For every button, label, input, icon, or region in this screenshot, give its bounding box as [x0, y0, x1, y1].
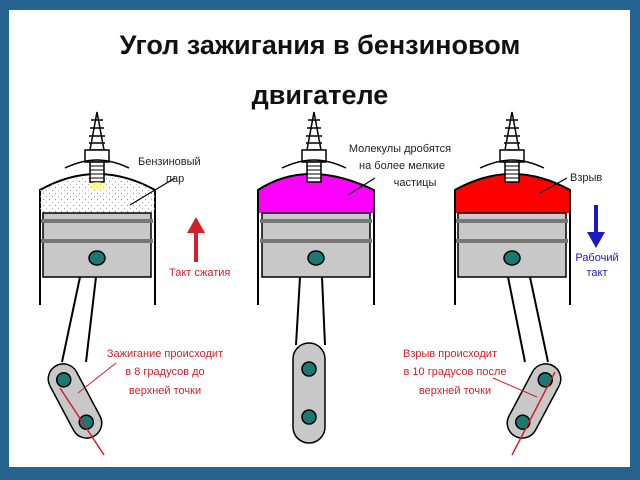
note-leader: [77, 362, 117, 394]
spark-plug-icon: [281, 111, 347, 183]
molecules-label-1: Молекулы дробятся: [349, 143, 451, 155]
title-line-2: двигателе: [251, 80, 389, 110]
compression-stroke-label: Такт сжатия: [169, 267, 230, 279]
spark-icon: [89, 182, 105, 190]
fragmenting-mixture-chamber: [258, 175, 374, 213]
arrow-down-icon: [587, 232, 605, 248]
engine-power: Взрыв Рабочий такт Взрыв происходит в 10…: [403, 111, 619, 456]
angle-line: [511, 371, 556, 456]
explosion-note-2: в 10 градусов после: [404, 366, 507, 378]
ignition-note-3: верхней точки: [129, 385, 201, 397]
engine-ignition: Молекулы дробятся на более мелкие частиц…: [257, 111, 451, 444]
molecules-label-2: на более мелкие: [359, 160, 445, 172]
power-stroke-label-1: Рабочий: [575, 252, 618, 264]
ignition-note-1: Зажигание происходит: [107, 348, 223, 360]
spark-plug-icon: [64, 111, 130, 183]
crank-icon: [506, 363, 562, 439]
explosion-label: Взрыв: [570, 172, 602, 184]
angle-line: [59, 387, 105, 456]
explosion-note-3: верхней точки: [419, 385, 491, 397]
vapor-label: Бензиновый: [138, 156, 201, 168]
explosion-chamber: [455, 175, 570, 213]
molecules-label-3: частицы: [394, 177, 437, 189]
power-stroke-label-2: такт: [586, 267, 607, 279]
crank-icon: [292, 342, 326, 444]
ignition-note-2: в 8 градусов до: [125, 366, 204, 378]
title-line-1: Угол зажигания в бензиновом: [119, 30, 521, 60]
note-leader: [492, 377, 538, 398]
arrow-up-icon: [187, 217, 205, 233]
crank-icon: [47, 363, 103, 439]
piston-icon: [40, 212, 154, 278]
piston-icon: [259, 212, 373, 278]
engine-compression: Бензиновый пар Такт сжатия Зажигание про…: [39, 111, 230, 456]
vapor-label-2: пар: [166, 173, 184, 185]
piston-icon: [455, 212, 569, 278]
gasoline-vapor-chamber: [40, 175, 155, 213]
explosion-note-1: Взрыв происходит: [403, 348, 497, 360]
spark-plug-icon: [479, 111, 545, 183]
